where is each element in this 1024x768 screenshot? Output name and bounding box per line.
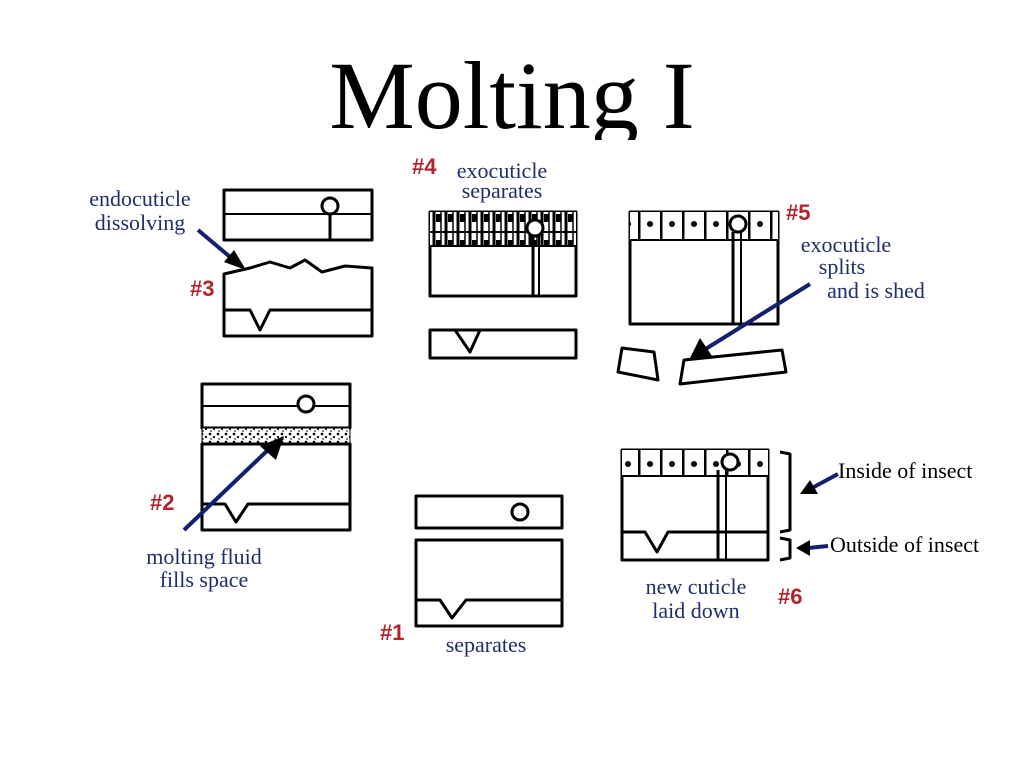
step-5-number: #5 (786, 200, 810, 225)
step-5-arrowhead (690, 338, 712, 358)
step-5-label-line2: splits (819, 254, 865, 279)
step-5-label-line3: and is shed (827, 278, 925, 303)
step-2-number: #2 (150, 490, 174, 515)
step-4-label-line1: exocuticle (457, 158, 547, 183)
step-4-drawing (428, 210, 578, 360)
inside-label: Inside of insect (838, 458, 972, 483)
step-2-arrow (182, 446, 272, 532)
step-6-label-line1: new cuticle (646, 574, 747, 599)
outside-label: Outside of insect (830, 532, 979, 557)
outside-arrowhead (796, 540, 810, 556)
step-1-drawing (414, 494, 564, 628)
step-2-label-line1: molting fluid (146, 544, 262, 569)
outside-bracket (779, 536, 792, 562)
step-3-label-line2: dissolving (95, 210, 185, 235)
step-5-label-line1: exocuticle (801, 232, 891, 257)
step-1-label: separates (446, 632, 527, 657)
inside-arrowhead (800, 480, 818, 494)
step-6-label-line2: laid down (652, 598, 739, 623)
outside-arrow (807, 544, 829, 550)
step-3-arrowhead (224, 250, 246, 270)
step-1-number: #1 (380, 620, 404, 645)
inside-bracket (779, 450, 792, 534)
inside-arrow (811, 472, 839, 490)
step-5-arrow (702, 282, 812, 352)
step-3-drawing (222, 188, 374, 338)
step-3-number: #3 (190, 276, 214, 301)
page-title: Molting I (329, 48, 695, 140)
step-4-label-line2: separates (462, 178, 543, 203)
step-2-arrowhead (260, 436, 284, 460)
step-4-number: #4 (412, 154, 437, 179)
step-3-label-line1: endocuticle (89, 186, 190, 211)
step-5-drawing (616, 210, 788, 386)
step-2-drawing (200, 382, 352, 532)
step-2-label-line2: fills space (160, 567, 249, 592)
step-6-number: #6 (778, 584, 802, 609)
step-6-drawing (620, 448, 792, 562)
